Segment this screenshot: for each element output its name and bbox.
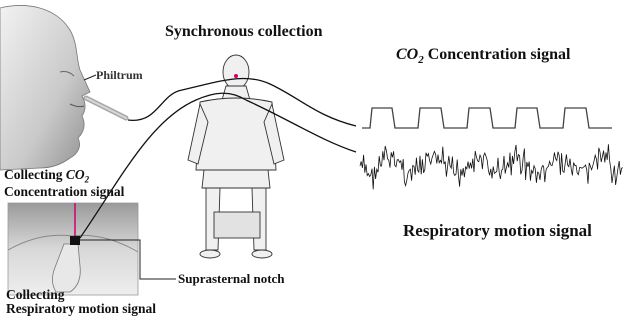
co2-waveform [362, 108, 612, 128]
co2-symbol: CO [396, 46, 418, 63]
sensor-marker [70, 236, 80, 245]
co2-signal-title: CO2 Concentration signal [396, 47, 570, 67]
suprasternal-notch-label: Suprasternal notch [178, 272, 285, 286]
collect-co2-prefix: Collecting [4, 167, 66, 182]
neck-illustration [8, 203, 176, 295]
respiratory-waveform [360, 144, 623, 189]
philtrum-label: Philtrum [96, 69, 143, 82]
sync-collection-title: Synchronous collection [165, 24, 323, 41]
collect-co2-symbol: CO [66, 167, 85, 182]
resp-signal-title: Respiratory motion signal [403, 222, 592, 240]
co2-title-text: Concentration signal [428, 46, 571, 63]
collect-co2-line2: Concentration signal [4, 184, 124, 199]
collect-resp-label: Collecting Respiratory motion signal [6, 288, 156, 316]
face-illustration [0, 6, 126, 170]
collect-co2-label: Collecting CO2 Concentration signal [4, 168, 124, 199]
collect-resp-line1: Collecting [6, 287, 65, 302]
co2-subscript: 2 [418, 54, 424, 66]
collect-resp-line2: Respiratory motion signal [6, 301, 156, 316]
